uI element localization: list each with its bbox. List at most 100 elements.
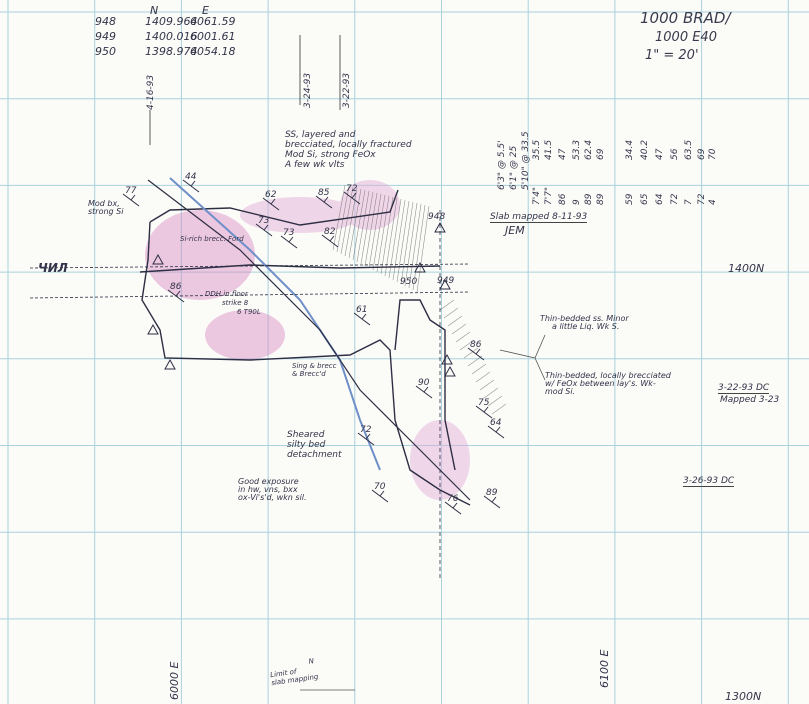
attitude-label: 90 [418, 378, 430, 388]
attitude-label: 44 [185, 172, 197, 182]
tally-value: 72 [697, 193, 707, 205]
attitude-label: 89 [486, 488, 498, 498]
note-line: Mod Si, strong FeOx [285, 150, 376, 160]
survey-triangle-icon [441, 353, 453, 365]
survey-header-n: N [150, 4, 159, 17]
survey-triangle-icon [439, 278, 451, 290]
strike-dip-symbol [343, 191, 361, 205]
vertical-date-3: 4-16-93 [146, 74, 156, 110]
attitude-label: 73 [258, 216, 270, 226]
attitude-label: 62 [265, 190, 277, 200]
note-line: Mod bx, [88, 199, 120, 208]
note-mod-bx: Mod bx, strong Si [88, 200, 123, 216]
station-950: 950 [400, 277, 418, 287]
note-minor-brecc: Sing & brecc & Brecc'd [292, 362, 337, 378]
note-line: SS, layered and [285, 130, 356, 140]
tally-value: 40.2 [640, 139, 650, 160]
strike-dip-symbol [353, 312, 371, 326]
strike-dip-symbol [122, 193, 140, 207]
note-sheared: Sheared silty bed detachment [287, 430, 341, 460]
survey-cell-n: 1400.016 [145, 30, 198, 43]
strike-dip-symbol [415, 385, 433, 399]
grid-label-6000e: 6000 E [168, 661, 181, 700]
attitude-label: 64 [490, 418, 502, 428]
tally-value: 59 [625, 193, 635, 205]
note-line: Sheared [287, 430, 325, 440]
tally-value: 56 [670, 148, 680, 160]
survey-cell-station: 950 [95, 45, 116, 58]
tally-value: 62.4 [584, 139, 594, 160]
note-line: A few wk vlts [285, 160, 345, 170]
tally-value: 34.4 [625, 139, 635, 160]
tally-value: 72 [670, 193, 680, 205]
survey-cell-e: 6001.61 [190, 30, 236, 43]
survey-cell-e: 6054.18 [190, 45, 236, 58]
tally-value: 6'1" @ 25 [509, 145, 519, 190]
tally-value: 70 [708, 148, 718, 160]
grid-label-1300n: 1300N [725, 690, 762, 703]
survey-header-e: E [202, 4, 209, 17]
survey-triangle-icon [434, 221, 446, 233]
strike-dip-symbol [315, 195, 333, 209]
note-line: w/ FeOx between lay's. Wk- [545, 379, 656, 388]
contact-lines [139, 189, 471, 506]
tally-value: 7'4" [532, 186, 542, 205]
title-line-1: 1000 BRAD/ [640, 9, 731, 27]
pink-alteration-shading [145, 180, 470, 500]
attitude-label: 75 [478, 398, 490, 408]
strike-dip-symbol [475, 405, 493, 419]
attitude-label: 86 [170, 282, 182, 292]
note-line: Good exposure [238, 477, 299, 486]
attitude-label: 76 [447, 494, 459, 504]
note-line: brecciated, locally fractured [285, 140, 412, 150]
tally-value: 89 [596, 193, 606, 205]
note-ss: SS, layered and brecciated, locally frac… [285, 130, 412, 170]
note-line: Thin-bedded ss. Minor [540, 314, 629, 323]
note-thin-bedded-2: Thin-bedded, locally brecciated w/ FeOx … [545, 372, 671, 396]
tally-value: 69 [697, 148, 707, 160]
note-line: Sing & brecc [292, 362, 337, 370]
strike-dip-symbol [357, 432, 375, 446]
note-line: a little Liq. Wk S. [552, 322, 620, 331]
tally-value: 53.3 [572, 139, 582, 160]
attitude-label: 85 [318, 188, 330, 198]
station-948: 948 [428, 212, 446, 222]
survey-cell-station: 948 [95, 15, 116, 28]
survey-triangle-icon [444, 365, 456, 377]
strike-dip-symbol [321, 234, 339, 248]
attitude-label: 86 [470, 340, 482, 350]
map-scale: 1" = 20' [645, 48, 699, 63]
attitude-label: 72 [360, 425, 372, 435]
tally-value: 7'7" [544, 186, 554, 205]
note-ddh-3: 6 T90L [237, 308, 261, 316]
tally-value: 86 [558, 193, 568, 205]
survey-triangle-icon [152, 253, 164, 265]
tally-value: 41.5 [544, 139, 554, 160]
tally-value: 47 [558, 148, 568, 160]
attitude-label: 70 [374, 482, 386, 492]
station-mark-left: ЧИЛ [38, 261, 68, 275]
tally-value: 9 [572, 199, 582, 205]
vertical-date-1: 3-22-93 [342, 72, 352, 108]
tally-value: 47 [655, 148, 665, 160]
strike-dip-symbol [467, 347, 485, 361]
note-line: ox-Vi's'd, wkn sil. [238, 493, 307, 502]
grid-label-1400n: 1400N [728, 262, 765, 275]
survey-cell-e: 6061.59 [190, 15, 236, 28]
slab-mapped-date: Slab mapped 8-11-93 [490, 212, 588, 223]
note-line: Thin-bedded, locally brecciated [545, 371, 671, 380]
mapped-3-23: Mapped 3-23 [720, 395, 780, 405]
note-line: mod Si. [545, 387, 576, 396]
tally-value: 7 [684, 199, 694, 205]
date-3-22: 3-22-93 DC [718, 383, 770, 394]
strike-dip-symbol [255, 223, 273, 237]
date-3-26: 3-26-93 DC [683, 476, 735, 487]
note-ddh: DDH in floor [205, 290, 248, 298]
grid-label-6100e: 6100 E [598, 649, 611, 688]
note-thin-bedded-1: Thin-bedded ss. Minor a little Liq. Wk S… [540, 315, 629, 331]
attitude-label: 77 [125, 186, 137, 196]
hatching [332, 184, 507, 415]
strike-dip-symbol [483, 495, 501, 509]
note-line: detachment [287, 450, 342, 460]
